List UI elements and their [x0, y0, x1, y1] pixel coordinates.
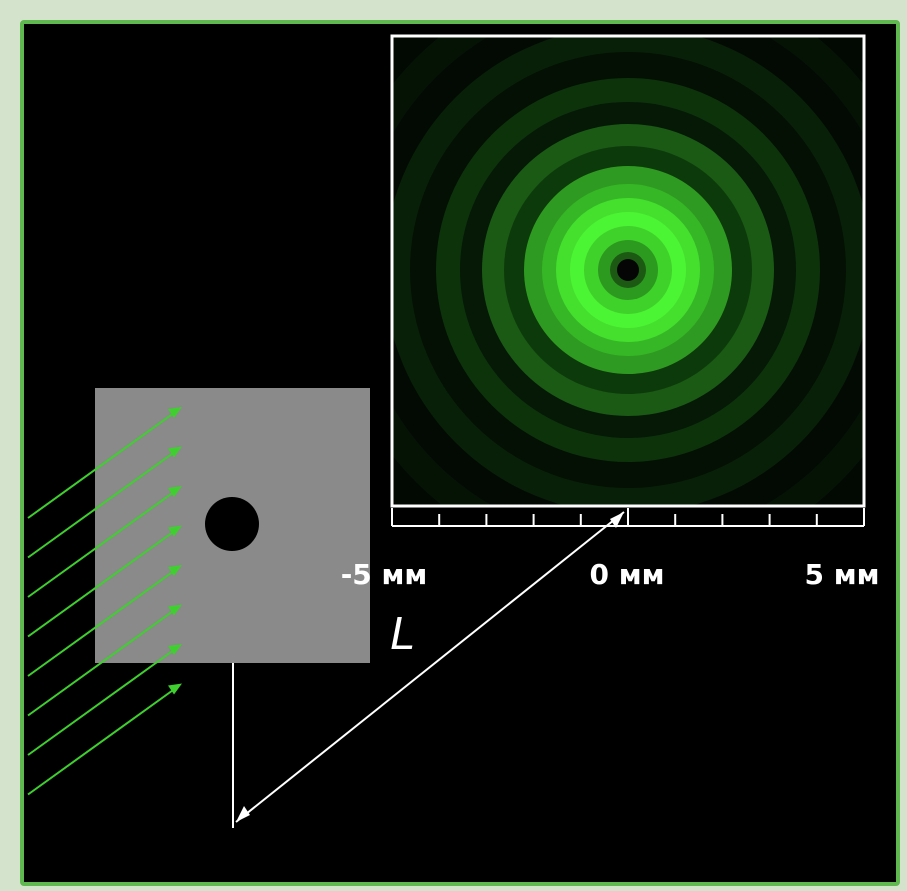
distance-label: L	[390, 607, 416, 659]
light-arrow-icon	[27, 527, 179, 638]
screen-border	[390, 34, 866, 508]
screen-ruler	[391, 508, 865, 527]
light-arrowhead-icon	[168, 407, 182, 418]
light-arrow-icon	[27, 448, 179, 559]
obstacle-plate	[95, 388, 370, 828]
distance-line	[235, 511, 625, 823]
tick-label-0: 0 мм	[589, 558, 665, 591]
light-arrowhead-icon	[168, 683, 182, 695]
light-arrow-icon	[27, 488, 179, 598]
tick-label-5: 5 мм	[804, 558, 880, 591]
light-arrow-icon	[27, 409, 179, 519]
screen	[390, 34, 866, 527]
distance-arrow	[235, 511, 625, 823]
light-arrowhead-icon	[168, 565, 182, 576]
light-arrow-icon	[27, 606, 179, 717]
diffraction-ring	[617, 259, 639, 281]
light-arrowhead-icon	[168, 446, 182, 458]
light-arrowhead-icon	[168, 644, 182, 655]
light-arrowhead-icon	[168, 525, 182, 537]
diffraction-pattern	[392, 36, 864, 506]
light-arrowhead-icon	[168, 486, 182, 497]
light-arrow-icon	[27, 567, 179, 677]
light-arrow-icon	[27, 646, 179, 756]
light-arrow-icon	[27, 685, 179, 796]
distance-arrowhead-end	[610, 512, 624, 528]
disc-obstacle	[205, 497, 259, 551]
distance-arrowhead-start	[236, 806, 250, 822]
incident-light	[27, 407, 182, 796]
tick-label-minus5: -5 мм	[340, 558, 428, 591]
light-arrowhead-icon	[168, 604, 182, 616]
